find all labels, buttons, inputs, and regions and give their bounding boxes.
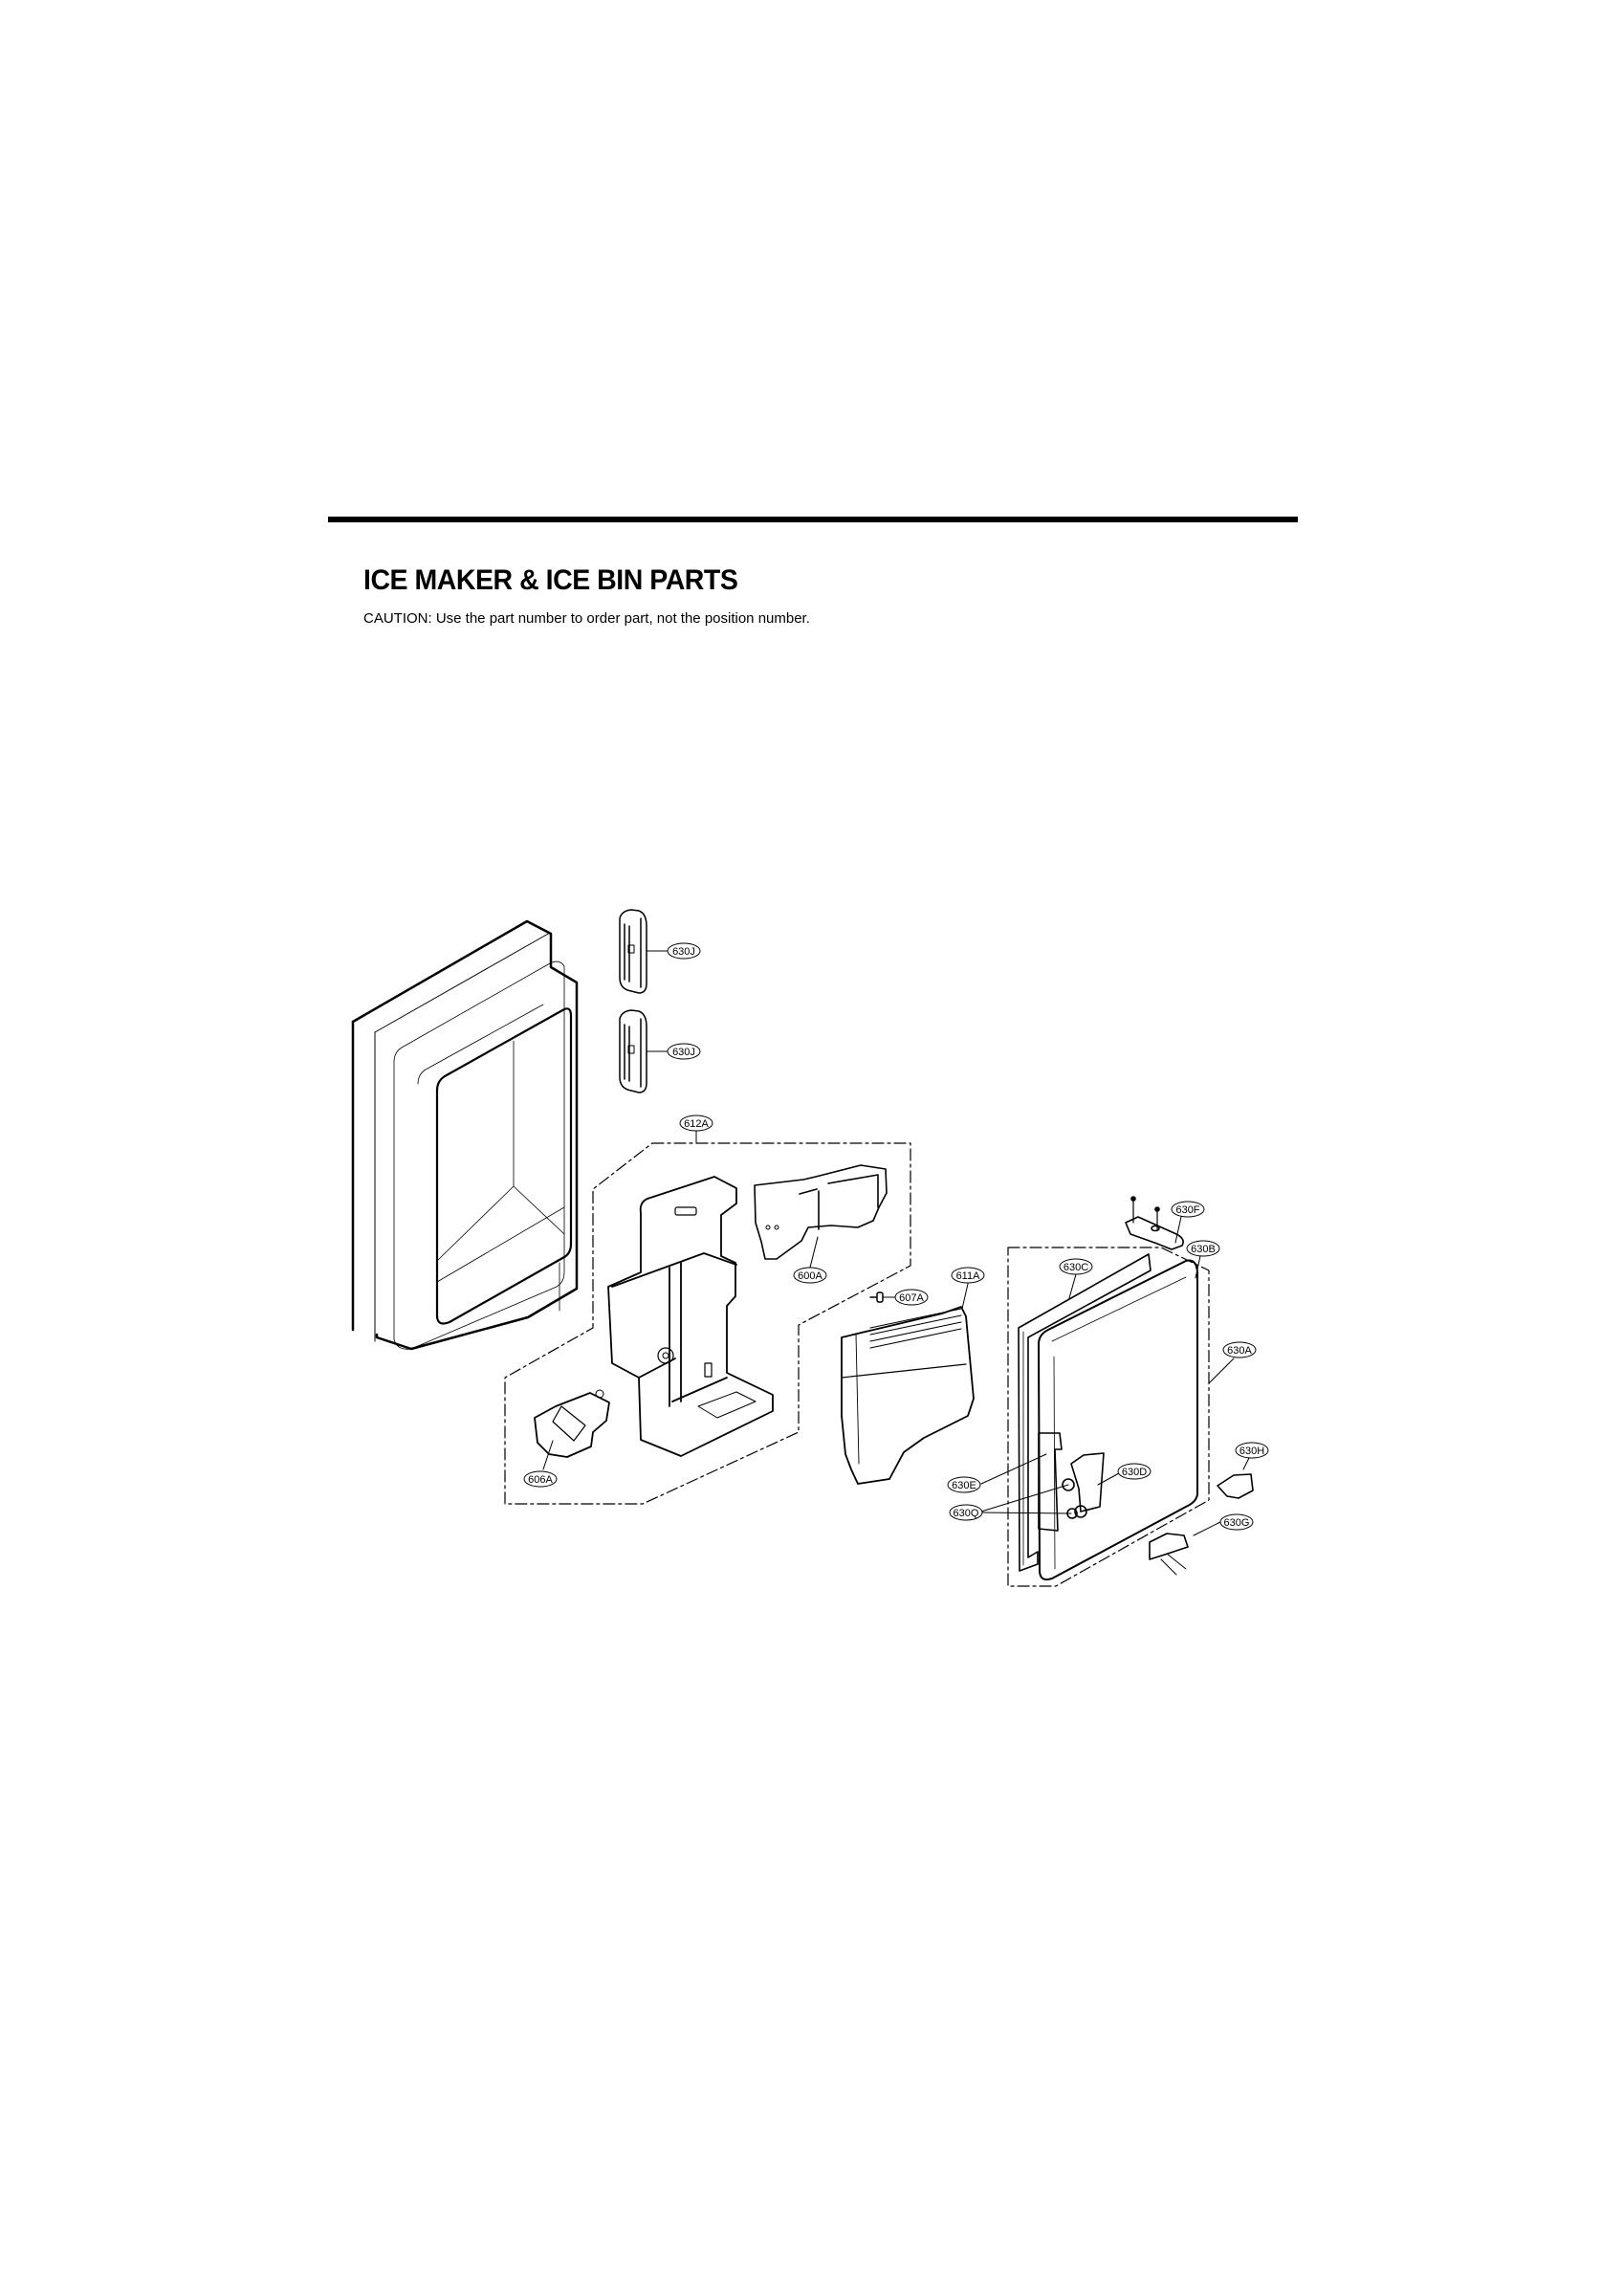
part-630H-cap (1217, 1473, 1254, 1499)
svg-text:630H: 630H (1239, 1446, 1264, 1457)
svg-text:630B: 630B (1191, 1244, 1216, 1255)
callout-630F: 630F (1171, 1201, 1205, 1218)
svg-text:607A: 607A (899, 1292, 924, 1304)
svg-text:630Q: 630Q (954, 1508, 979, 1519)
callout-labels: 630J 630J 612A 600A 607A 611A 630F 630B (523, 942, 1269, 1531)
leader-lines (542, 950, 1250, 1536)
part-606A-auger-motor (534, 1389, 610, 1458)
svg-text:600A: 600A (798, 1270, 822, 1282)
callout-611A: 611A (951, 1267, 985, 1284)
part-630A-ice-door (1038, 1259, 1198, 1581)
part-611A-ice-bin (841, 1306, 975, 1485)
callout-630G: 630G (1219, 1513, 1254, 1531)
callout-612A: 612A (679, 1115, 713, 1132)
callout-630H: 630H (1235, 1442, 1269, 1459)
callout-630B: 630B (1186, 1240, 1220, 1257)
callout-630J-top: 630J (667, 942, 701, 960)
header-rule (328, 517, 1298, 522)
part-630E-630D-handle (1038, 1432, 1105, 1532)
callout-630J-bottom: 630J (667, 1043, 701, 1060)
part-630C-gasket (1018, 1253, 1151, 1572)
caution-note: CAUTION: Use the part number to order pa… (363, 610, 810, 627)
callout-630D: 630D (1117, 1463, 1151, 1480)
callout-607A: 607A (894, 1289, 929, 1306)
part-607A-screw (869, 1292, 884, 1303)
callout-630C: 630C (1059, 1258, 1093, 1275)
svg-text:606A: 606A (528, 1474, 553, 1486)
callout-600A: 600A (793, 1267, 827, 1284)
svg-text:630J: 630J (672, 1047, 695, 1058)
door-liner-illustration (351, 919, 579, 1351)
svg-text:630G: 630G (1224, 1517, 1250, 1529)
svg-text:630J: 630J (672, 946, 695, 958)
svg-text:612A: 612A (684, 1118, 709, 1130)
svg-text:630D: 630D (1122, 1467, 1147, 1478)
part-630J-bottom (619, 1009, 647, 1093)
part-630J-top (619, 909, 647, 994)
callout-630Q: 630Q (949, 1504, 983, 1521)
page-title: ICE MAKER & ICE BIN PARTS (363, 564, 738, 596)
svg-text:611A: 611A (956, 1270, 981, 1282)
callout-630E: 630E (947, 1476, 981, 1493)
svg-text:630F: 630F (1175, 1204, 1199, 1216)
part-630F-top-hinge (1125, 1196, 1184, 1250)
ice-maker-housing (607, 1176, 774, 1457)
svg-text:630E: 630E (952, 1480, 976, 1491)
callout-606A: 606A (523, 1470, 558, 1488)
callout-630A: 630A (1222, 1341, 1257, 1358)
svg-text:630C: 630C (1064, 1262, 1088, 1273)
part-600A-ice-maker (754, 1164, 888, 1260)
svg-text:630A: 630A (1227, 1345, 1252, 1357)
part-630G-bottom-hinge (1149, 1533, 1189, 1576)
